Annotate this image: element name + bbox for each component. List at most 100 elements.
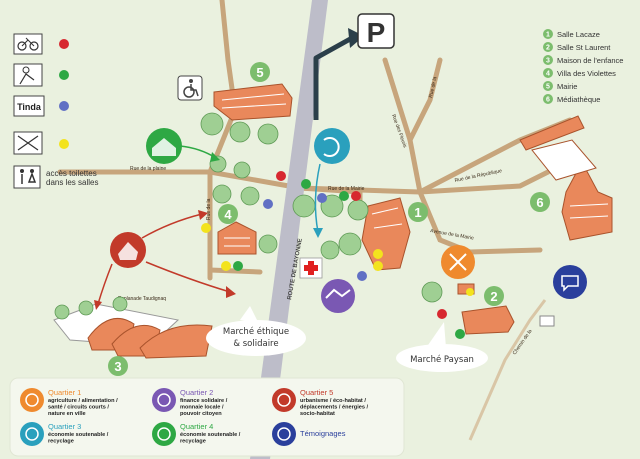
place-legend-name: Villa des Violettes — [557, 69, 616, 78]
legend-dot — [59, 70, 69, 80]
first-aid-icon — [299, 257, 323, 279]
legend-dot — [59, 101, 69, 111]
quartier-desc-line: finance solidaire / — [180, 398, 228, 404]
quartier-marker-3[interactable] — [314, 128, 350, 164]
quartier-desc-line: monnaie locale / — [180, 405, 224, 411]
arrow-head — [226, 286, 236, 298]
callout-ethique-line1: Marché éthique — [223, 326, 289, 337]
gardener-icon — [22, 66, 30, 74]
stand-dot-blue[interactable] — [357, 271, 367, 281]
quartier-desc-line: pouvoir citoyen — [180, 411, 222, 417]
street-label-vertical: Rue de la — [206, 198, 212, 220]
place-badge-2[interactable]: 2 — [484, 286, 504, 306]
sports-field-shape — [531, 139, 597, 181]
stand-dot-yellow[interactable] — [466, 288, 474, 296]
place-legend-number: 6 — [546, 97, 550, 104]
toilet-icon-figures — [21, 171, 37, 184]
arrow-head — [313, 228, 323, 238]
stand-dot-yellow[interactable] — [221, 261, 231, 271]
place-legend-badge — [543, 81, 553, 91]
wheelchair-wheel — [183, 86, 195, 98]
quartier-2-circle — [321, 279, 355, 313]
house-hand-icon — [152, 422, 176, 446]
stand-dot-yellow[interactable] — [373, 249, 383, 259]
building-mairie[interactable] — [213, 83, 293, 121]
quartier-desc-line: économie soutenable / — [48, 432, 109, 438]
stand-dot-blue[interactable] — [263, 199, 273, 209]
quartier-3-circle — [314, 128, 350, 164]
quartier-marker-1[interactable] — [441, 245, 475, 279]
stand-dot-yellow[interactable] — [373, 261, 383, 271]
building-small-white — [539, 315, 555, 327]
place-badge-3[interactable]: 3 — [108, 356, 128, 376]
place-legend-badge — [543, 29, 553, 39]
quartier-title: Quartier 5 — [300, 388, 333, 397]
parking-arrow-head — [348, 28, 364, 48]
tree — [292, 194, 316, 218]
badge-5-circle — [250, 62, 270, 82]
stand-dot-green[interactable] — [455, 329, 465, 339]
badge-6-circle — [530, 192, 550, 212]
legend-box — [13, 95, 45, 117]
place-legend-number: 3 — [546, 58, 550, 65]
place-badge-6[interactable]: 6 — [530, 192, 550, 212]
place-badge-4[interactable]: 4 — [218, 204, 238, 224]
place-badge-1[interactable]: 1 — [408, 202, 428, 222]
stand-dots — [201, 171, 474, 339]
quartier-desc-line: nature en ville — [48, 411, 86, 417]
stand-dot-green[interactable] — [339, 191, 349, 201]
place-legend-badge — [543, 68, 553, 78]
building-villa-des-violettes[interactable] — [217, 221, 257, 255]
bicycle-icon — [17, 41, 27, 51]
place-legend-badge — [543, 42, 553, 52]
place-badge-5[interactable]: 5 — [250, 62, 270, 82]
temoignages-marker[interactable] — [553, 265, 587, 299]
building-small-annex — [457, 283, 475, 295]
stand-dot-red[interactable] — [437, 309, 447, 319]
stand-dot-red[interactable] — [276, 171, 286, 181]
badge-1-label: 1 — [414, 205, 421, 220]
quartier-title: Quartier 3 — [48, 422, 81, 431]
legend-dot — [59, 139, 69, 149]
quartier-legend-panel — [9, 377, 405, 457]
arrow-head — [198, 210, 208, 220]
building-salle-st-laurent[interactable] — [457, 283, 555, 335]
place-legend-number: 5 — [546, 84, 550, 91]
stand-dot-yellow[interactable] — [201, 223, 211, 233]
building-mediatheque-windows — [569, 203, 609, 219]
arrow-head — [210, 152, 220, 162]
tree — [54, 304, 70, 320]
stand-dot-red[interactable] — [351, 191, 361, 201]
quartier-desc-line: socio-habitat — [300, 411, 335, 417]
callout-marche-ethique[interactable]: Marché éthique & solidaire — [206, 306, 306, 356]
place-legend-badge — [543, 55, 553, 65]
place-legend-name: Salle Lacaze — [557, 30, 600, 39]
building-mairie-windows — [221, 93, 287, 109]
house-hand-icon — [152, 138, 176, 156]
toilet-icon-2 — [30, 169, 34, 173]
badge-4-circle — [218, 204, 238, 224]
callout-marche-paysan[interactable]: Marché Paysan — [396, 322, 488, 372]
parking-sign[interactable]: P — [357, 13, 395, 49]
quartier-marker-2[interactable] — [321, 279, 355, 313]
quartier-title: Quartier 1 — [48, 388, 81, 397]
arrow — [145, 261, 231, 293]
stand-dot-green[interactable] — [301, 179, 311, 189]
place-legend-name: Médiathèque — [557, 95, 600, 104]
tree — [338, 232, 362, 256]
quartier-marker-4[interactable] — [146, 128, 182, 164]
tree — [320, 240, 340, 260]
stand-dot-blue[interactable] — [317, 193, 327, 203]
quartier-marker-5[interactable] — [110, 232, 146, 268]
street-label-mairie: Rue de la Mairie — [328, 186, 365, 192]
road-north-2 — [407, 57, 443, 143]
tinda-logo-icon: Tinda — [17, 102, 42, 112]
stand-dot-green[interactable] — [233, 261, 243, 271]
gardener-icon — [20, 388, 44, 412]
badge-3-circle — [108, 356, 128, 376]
